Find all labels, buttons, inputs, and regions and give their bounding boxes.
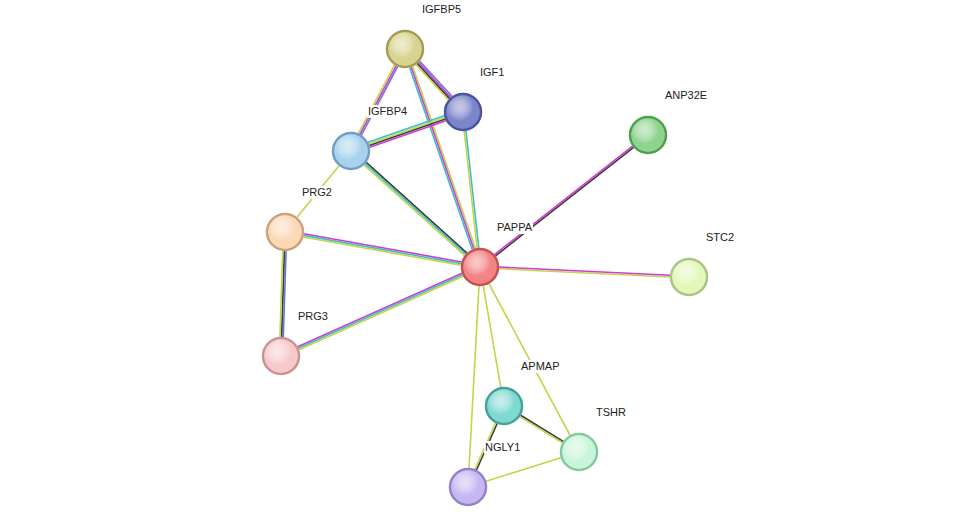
protein-node: APMAP <box>485 387 523 425</box>
node-circle <box>265 212 305 252</box>
interaction-edge <box>297 166 339 218</box>
interaction-edge <box>486 458 561 482</box>
protein-node: TSHR <box>560 433 598 471</box>
evidence-line <box>280 251 283 337</box>
protein-node: IGF1 <box>444 93 482 131</box>
interaction-edge <box>358 65 397 135</box>
node-circle <box>460 247 500 287</box>
evidence-line <box>369 119 445 146</box>
evidence-line <box>358 65 394 133</box>
evidence-line <box>304 235 462 263</box>
node-label: PRG2 <box>301 186 333 199</box>
node-label: ANP32E <box>664 89 708 102</box>
evidence-line <box>370 121 446 148</box>
evidence-line <box>365 164 466 255</box>
protein-node: STC2 <box>670 258 708 296</box>
node-circle <box>331 131 371 171</box>
evidence-line <box>521 415 564 441</box>
interaction-edge <box>303 234 461 266</box>
protein-node: ANP32E <box>629 116 667 154</box>
node-label: STC2 <box>705 231 735 244</box>
evidence-line <box>361 67 397 135</box>
evidence-line <box>466 131 479 248</box>
evidence-line <box>520 417 563 443</box>
evidence-line <box>368 116 444 143</box>
evidence-line <box>298 273 462 346</box>
evidence-line <box>420 61 452 96</box>
evidence-line <box>364 165 465 256</box>
evidence-line <box>303 237 461 265</box>
evidence-line <box>469 286 479 468</box>
node-label: TSHR <box>595 406 627 419</box>
interaction-edge <box>280 251 286 337</box>
node-circle <box>448 467 488 507</box>
node-circle <box>628 115 668 155</box>
protein-node: PRG2 <box>266 213 304 251</box>
protein-node: IGFBP4 <box>332 132 370 170</box>
node-label: NGLY1 <box>484 441 521 454</box>
interaction-edge <box>494 146 633 256</box>
node-label: PRG3 <box>297 310 329 323</box>
node-label: APMAP <box>520 360 561 373</box>
evidence-line <box>495 147 633 256</box>
evidence-line <box>297 166 339 218</box>
interaction-edge <box>499 267 670 277</box>
node-circle <box>559 432 599 472</box>
interaction-edge <box>520 415 563 443</box>
evidence-line <box>418 62 450 97</box>
evidence-line <box>369 117 445 144</box>
evidence-line <box>366 162 467 253</box>
node-label: IGF1 <box>479 66 505 79</box>
evidence-line <box>499 269 670 277</box>
interaction-edge <box>464 131 479 248</box>
protein-node: PAPPA <box>461 248 499 286</box>
evidence-line <box>304 234 462 262</box>
node-label: IGFBP4 <box>367 105 408 118</box>
node-circle <box>484 386 524 426</box>
interaction-edge <box>416 61 452 99</box>
protein-node: IGFBP5 <box>386 30 424 68</box>
node-label: IGFBP5 <box>421 3 462 16</box>
evidence-line <box>486 458 561 482</box>
evidence-line <box>494 146 632 255</box>
protein-node: NGLY1 <box>449 468 487 506</box>
interaction-edge <box>298 273 464 350</box>
node-circle <box>385 29 425 69</box>
evidence-line <box>499 267 670 275</box>
interaction-edge <box>364 162 467 255</box>
node-circle <box>261 336 301 376</box>
interaction-edge <box>469 286 479 468</box>
protein-node: PRG3 <box>262 337 300 375</box>
node-circle <box>669 257 709 297</box>
node-circle <box>443 92 483 132</box>
evidence-line <box>360 66 396 134</box>
evidence-line <box>464 131 477 248</box>
interaction-edge <box>368 116 446 147</box>
node-label: PAPPA <box>496 221 533 234</box>
